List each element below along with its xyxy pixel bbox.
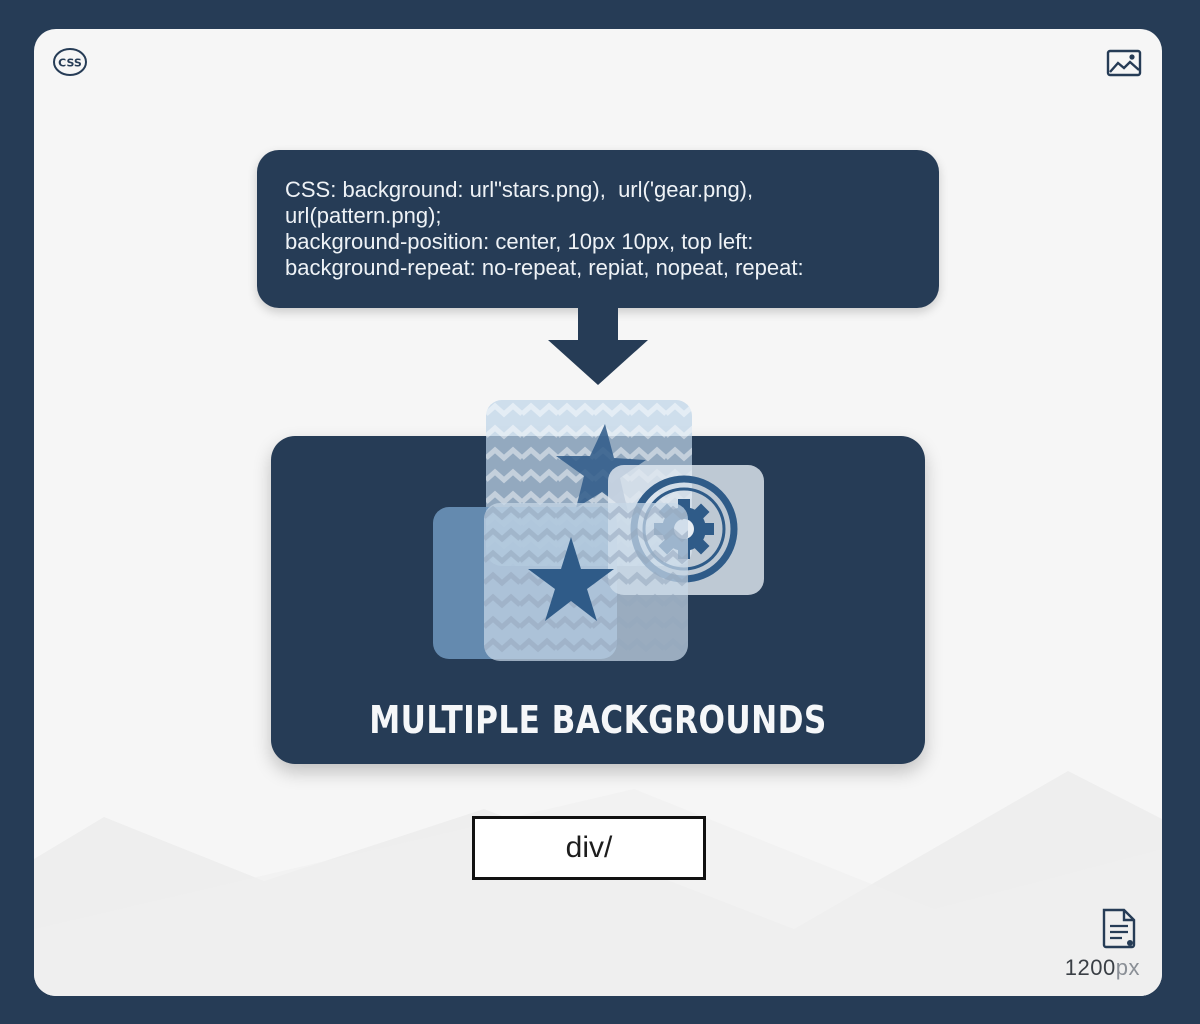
star-icon — [528, 537, 614, 621]
pattern-layer-front — [484, 503, 688, 661]
code-line-2: url(pattern.png); — [285, 203, 442, 228]
size-unit: px — [1115, 955, 1140, 980]
css-badge-icon: CSS — [53, 48, 87, 76]
div-element-label: div/ — [472, 816, 706, 880]
image-icon — [1106, 49, 1142, 77]
code-line-4: background-repeat: no-repeat, repiat, no… — [285, 255, 804, 280]
document-icon — [1102, 908, 1136, 949]
code-line-3: background-position: center, 10px 10px, … — [285, 229, 754, 254]
code-line-1: CSS: background: url"stars.png), url('ge… — [285, 177, 754, 202]
css-code-box: CSS: background: url"stars.png), url('ge… — [257, 150, 939, 308]
panel-title: MULTIPLE BACKGROUNDS — [369, 698, 827, 742]
mountain-background — [34, 771, 1162, 996]
star-icon — [556, 424, 646, 512]
diagram-canvas: CSS CSS: background: url"stars.png), url… — [34, 29, 1162, 996]
size-number: 1200 — [1064, 955, 1116, 980]
arrow-down-icon — [548, 308, 648, 385]
background-layers-stack — [432, 397, 764, 661]
canvas-width-label: 1200px — [1065, 955, 1140, 981]
css-badge-text: CSS — [58, 57, 82, 70]
